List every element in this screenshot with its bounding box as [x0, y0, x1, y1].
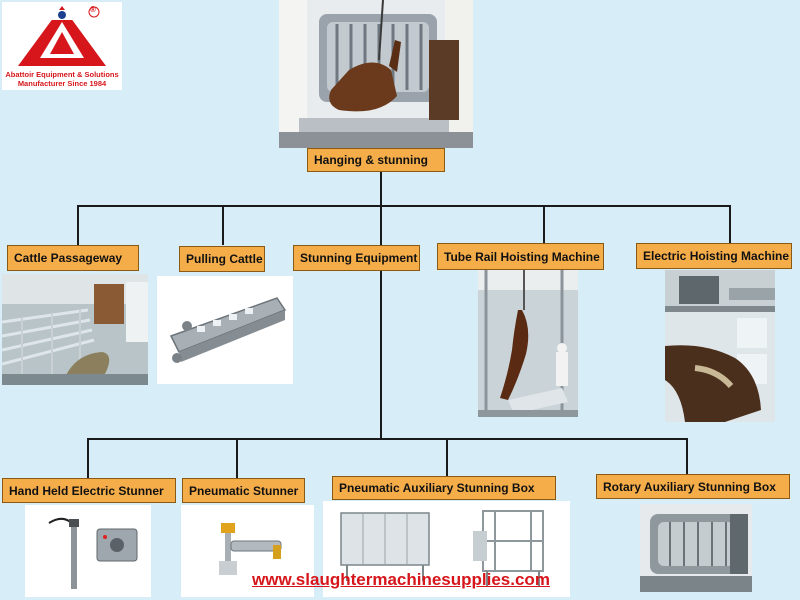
pulling-cattle-photo [157, 276, 293, 384]
connector-l1-electric-hoisting [729, 205, 731, 243]
pneumatic-auxiliary-box-photo [323, 501, 570, 597]
node-cattle-passageway-label: Cattle Passageway [14, 251, 123, 265]
node-hand-held-stunner-label: Hand Held Electric Stunner [9, 483, 164, 498]
connector-l1-tube-rail [543, 205, 545, 243]
pneumatic-stunner-photo [181, 505, 314, 597]
company-logo: ® Abattoir Equipment & Solutions Manufac… [2, 2, 122, 90]
connector-stunning-trunk [380, 271, 382, 439]
root-node-label: Hanging & stunning [314, 153, 428, 167]
connector-l2-pneumatic [236, 438, 238, 478]
node-stunning-equipment: Stunning Equipment [293, 245, 420, 271]
connector-level1-horizontal [77, 205, 731, 207]
connector-l2-rotary [686, 438, 688, 474]
connector-l1-cattle-passageway [77, 205, 79, 245]
node-pneumatic-stunner: Pneumatic Stunner [182, 478, 305, 503]
node-rotary-auxiliary-box: Rotary Auxiliary Stunning Box [596, 474, 790, 499]
connector-l2-pneumatic-aux [446, 438, 448, 476]
node-pneumatic-auxiliary-box-label: Pneumatic Auxiliary Stunning Box [339, 481, 535, 495]
root-node: Hanging & stunning [307, 148, 445, 172]
node-electric-hoisting-label: Electric Hoisting Machine [643, 249, 790, 263]
connector-root-vertical [380, 172, 382, 206]
cattle-passageway-photo [2, 274, 148, 385]
node-stunning-equipment-label: Stunning Equipment [300, 251, 418, 265]
logo-mark-icon [18, 6, 106, 66]
tube-rail-hoisting-photo [478, 270, 578, 417]
connector-l2-hand-held [87, 438, 89, 478]
node-tube-rail-hoisting: Tube Rail Hoisting Machine [437, 243, 604, 270]
node-rotary-auxiliary-box-label: Rotary Auxiliary Stunning Box [603, 479, 776, 494]
registered-mark: ® [90, 5, 96, 14]
website-url[interactable]: www.slaughtermachinesupplies.com [252, 570, 550, 589]
hand-held-stunner-photo [25, 505, 151, 597]
connector-level2-horizontal [87, 438, 688, 440]
hanging-stunning-photo [279, 0, 473, 148]
node-pulling-cattle: Pulling Cattle [179, 246, 265, 272]
logo-caption-line1: Abattoir Equipment & Solutions [5, 70, 119, 79]
node-pulling-cattle-label: Pulling Cattle [186, 252, 263, 266]
connector-l1-pulling-cattle [222, 205, 224, 245]
node-hand-held-stunner: Hand Held Electric Stunner [2, 478, 176, 503]
electric-hoisting-photo [665, 270, 775, 422]
node-electric-hoisting: Electric Hoisting Machine [636, 243, 792, 269]
connector-l1-stunning-equipment [380, 205, 382, 245]
node-cattle-passageway: Cattle Passageway [7, 245, 139, 271]
node-pneumatic-auxiliary-box: Pneumatic Auxiliary Stunning Box [332, 476, 556, 500]
node-pneumatic-stunner-label: Pneumatic Stunner [189, 483, 299, 498]
logo-caption-line2: Manufacturer Since 1984 [17, 79, 107, 88]
node-tube-rail-hoisting-label: Tube Rail Hoisting Machine [444, 249, 600, 264]
rotary-auxiliary-box-photo [640, 504, 752, 592]
